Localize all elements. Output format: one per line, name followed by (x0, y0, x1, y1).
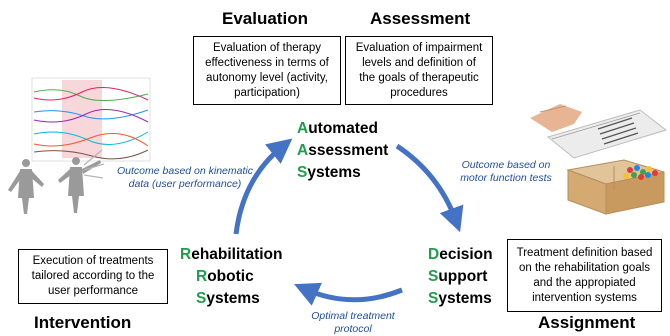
decision-line-2: Support (428, 266, 493, 288)
rehabilitation-robotic-systems: Rehabilitation Robotic Systems (180, 244, 283, 310)
kinematic-plot-illustration (31, 77, 151, 162)
decision-initial-3: S (428, 290, 439, 307)
robotic-initial-3: S (196, 290, 207, 307)
assignment-box: Treatment definition based on the rehabi… (507, 239, 662, 312)
decision-initial-2: S (428, 268, 439, 285)
assignment-box-text: Treatment definition based on the rehabi… (516, 246, 653, 304)
automated-initial-3: S (297, 164, 308, 181)
heading-evaluation: Evaluation (222, 9, 308, 28)
motor-test-board-illustration (530, 104, 668, 159)
note-kinematic: Outcome based on kinematic data (user pe… (117, 165, 253, 190)
robotic-rest-1: ehabilitation (191, 246, 283, 263)
decision-support-systems: Decision Support Systems (428, 244, 493, 310)
assessment-box: Evaluation of impairment levels and defi… (345, 36, 493, 105)
automated-line-3: Systems (297, 162, 388, 184)
robotic-rest-2: obotic (207, 268, 254, 285)
automated-rest-3: ystems (307, 164, 361, 181)
decision-line-3: Systems (428, 288, 493, 310)
heading-assessment: Assessment (370, 9, 471, 28)
automated-rest-1: utomated (308, 120, 378, 137)
decision-rest-1: ecision (439, 246, 493, 263)
automated-line-2: Assessment (297, 140, 388, 162)
robotic-line-1: Rehabilitation (180, 244, 283, 266)
automated-initial-1: A (297, 120, 309, 137)
peg-box-illustration (566, 159, 665, 215)
robotic-initial-1: R (180, 246, 192, 263)
intervention-box: Execution of treatments tailored accordi… (18, 249, 168, 304)
robotic-line-2: Robotic (180, 266, 283, 288)
arrow-decision-to-robotic (294, 282, 403, 306)
arrow-robotic-to-automated (233, 138, 293, 235)
robotic-line-3: Systems (180, 288, 283, 310)
heading-intervention: Intervention (34, 313, 132, 332)
robotic-rest-3: ystems (206, 290, 260, 307)
human-figures-illustration (8, 149, 105, 214)
decision-line-1: Decision (428, 244, 493, 266)
note-optimal: Optimal treatment protocol (311, 310, 395, 335)
decision-rest-2: upport (438, 268, 488, 285)
arrow-automated-to-decision (395, 143, 464, 233)
heading-assignment: Assignment (538, 313, 636, 332)
note-motor: Outcome based on motor function tests (460, 159, 552, 184)
decision-rest-3: ystems (438, 290, 492, 307)
intervention-box-text: Execution of treatments tailored accordi… (31, 255, 155, 297)
evaluation-box: Evaluation of therapy effectiveness in t… (193, 36, 341, 105)
automated-line-1: Automated (297, 118, 388, 140)
automated-initial-2: A (297, 142, 309, 159)
automated-rest-2: ssessment (308, 142, 389, 159)
automated-assessment-systems: Automated Assessment Systems (297, 118, 388, 184)
assessment-box-text: Evaluation of impairment levels and defi… (355, 41, 483, 99)
evaluation-box-text: Evaluation of therapy effectiveness in t… (205, 41, 329, 99)
robotic-initial-2: R (196, 268, 208, 285)
decision-initial-1: D (428, 246, 440, 263)
